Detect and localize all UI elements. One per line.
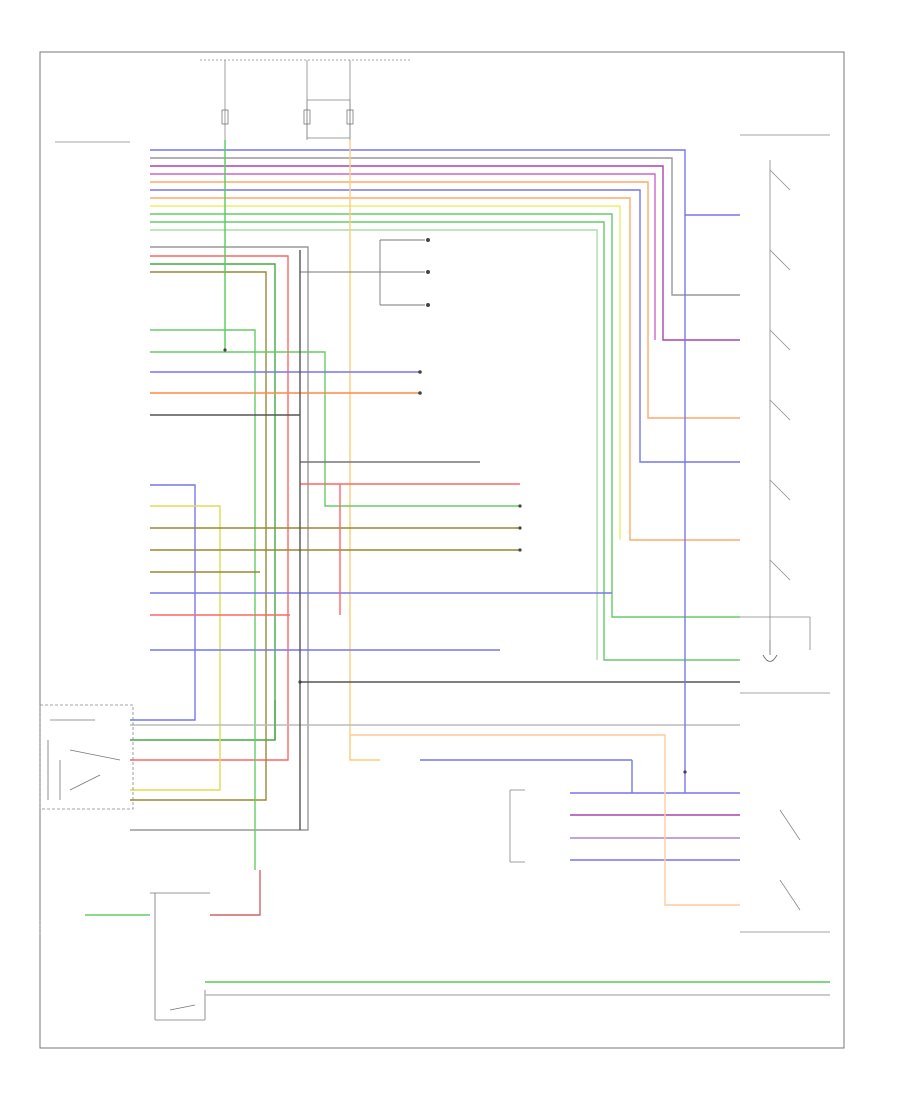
mirror-switch-box (39, 704, 134, 810)
fuse-block (200, 59, 410, 140)
right-switch-stack (740, 160, 811, 650)
wire-bundle-lower-right (350, 215, 740, 906)
relay-feed (300, 239, 425, 306)
lower-right-connector (509, 789, 525, 863)
bottom-module (150, 892, 210, 1021)
lower-right-switch (740, 809, 830, 933)
wire-bundle-top (130, 149, 740, 831)
relay-terminals (426, 238, 430, 307)
diagram-border (39, 51, 845, 1049)
terminal-dots (223, 348, 687, 774)
ground-symbol (762, 640, 778, 662)
mirror-switch-internals (47, 719, 121, 800)
wire-bundle-bottom (85, 870, 830, 996)
fuse-feed-wires (224, 140, 380, 761)
wire-bundle-middle (130, 329, 740, 870)
fuse-symbols (221, 109, 354, 125)
wire-crossovers (274, 250, 341, 830)
